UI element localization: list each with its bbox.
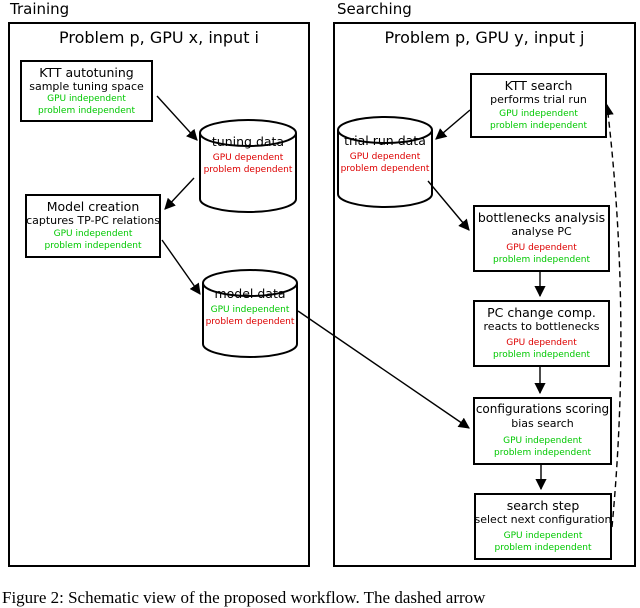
node-ktt-search: KTT search performs trial run GPU indepe…	[470, 73, 607, 138]
gpu-dependency-label: GPU dependent	[349, 152, 421, 162]
node-trial-run-data: trial run data GPU dependent problem dep…	[335, 133, 435, 175]
searching-section-label: Searching	[337, 0, 412, 18]
node-subtitle: bias search	[511, 417, 574, 430]
node-title: bottlenecks analysis	[477, 210, 606, 225]
searching-panel	[333, 22, 636, 567]
node-subtitle: captures TP-PC relations	[26, 214, 160, 227]
training-section-label: Training	[10, 0, 70, 18]
node-title: model data	[214, 286, 286, 301]
problem-dependency-label: problem independent	[44, 241, 142, 251]
node-tuning-data: tuning data GPU dependent problem depend…	[198, 134, 298, 176]
node-subtitle: select next configuration	[474, 513, 612, 526]
node-title: Model creation	[46, 199, 140, 214]
gpu-dependency-label: GPU dependent	[506, 338, 577, 348]
training-panel-header: Problem p, GPU x, input i	[59, 28, 259, 47]
gpu-dependency-label: GPU independent	[503, 436, 582, 446]
node-subtitle: analyse PC	[511, 225, 572, 238]
problem-dependency-label: problem independent	[493, 350, 590, 360]
problem-dependency-label: problem dependent	[203, 165, 293, 175]
node-search-step: search step select next configuration GP…	[474, 493, 612, 560]
training-panel	[8, 22, 310, 567]
gpu-dependency-label: GPU independent	[47, 94, 126, 104]
node-ktt-autotuning: KTT autotuning sample tuning space GPU i…	[20, 60, 153, 122]
problem-dependency-label: problem independent	[494, 448, 591, 458]
gpu-dependency-label: GPU independent	[503, 531, 583, 541]
node-title: KTT search	[504, 78, 573, 93]
node-title: configurations scoring	[475, 402, 610, 416]
searching-panel-header: Problem p, GPU y, input j	[384, 28, 585, 47]
problem-dependency-label: problem independent	[494, 543, 592, 553]
node-bottlenecks-analysis: bottlenecks analysis analyse PC GPU depe…	[473, 205, 610, 272]
gpu-dependency-label: GPU dependent	[212, 153, 284, 163]
node-subtitle: performs trial run	[490, 93, 587, 106]
node-model-data: model data GPU independent problem depen…	[200, 286, 300, 328]
node-title: tuning data	[211, 134, 285, 149]
problem-dependency-label: problem dependent	[340, 164, 430, 174]
node-subtitle: sample tuning space	[29, 80, 144, 93]
node-title: search step	[506, 498, 580, 513]
node-title: KTT autotuning	[39, 65, 134, 80]
gpu-dependency-label: GPU independent	[499, 109, 578, 119]
node-title: trial run data	[344, 133, 426, 148]
figure-caption: Figure 2: Schematic view of the proposed…	[2, 588, 486, 607]
node-title: PC change comp.	[487, 305, 596, 320]
problem-dependency-label: problem independent	[493, 255, 590, 265]
node-model-creation: Model creation captures TP-PC relations …	[25, 194, 161, 258]
node-configurations-scoring: configurations scoring bias search GPU i…	[473, 397, 612, 465]
gpu-dependency-label: GPU independent	[210, 305, 290, 315]
problem-dependency-label: problem dependent	[205, 317, 295, 327]
problem-dependency-label: problem independent	[38, 106, 135, 116]
node-pc-change-comp: PC change comp. reacts to bottlenecks GP…	[473, 300, 610, 367]
node-subtitle: reacts to bottlenecks	[483, 320, 600, 333]
gpu-dependency-label: GPU dependent	[506, 243, 577, 253]
gpu-dependency-label: GPU independent	[53, 229, 133, 239]
problem-dependency-label: problem independent	[490, 121, 587, 131]
